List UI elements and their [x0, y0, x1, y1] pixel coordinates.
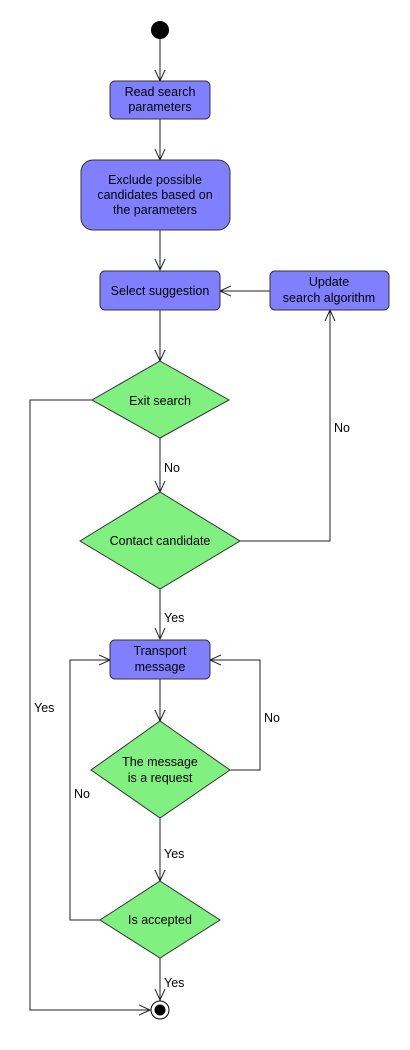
read-line-1: Read search — [125, 85, 196, 99]
action-transport-message: Transport message — [109, 639, 211, 680]
label-contact-no: No — [334, 421, 350, 435]
decision-contact-candidate: Contact candidate — [79, 491, 241, 590]
exclude-line-2: candidates based on — [97, 188, 212, 202]
decision-exit-search: Exit search — [90, 360, 231, 439]
exclude-line-3: the parameters — [113, 203, 197, 217]
svg-text:Contact candidate: Contact candidate — [110, 534, 211, 548]
svg-text:Exit search: Exit search — [129, 394, 191, 408]
transport-line-1: Transport — [133, 644, 187, 658]
action-update-search-algorithm: Update search algorithm — [269, 270, 390, 311]
edges — [29, 39, 330, 1010]
request-line-2: is a request — [128, 771, 193, 785]
edge-request-to-transport — [210, 660, 261, 771]
select-label: Select suggestion — [111, 284, 210, 298]
svg-text:Select suggestion: Select suggestion — [111, 284, 210, 298]
label-request-no: No — [264, 711, 280, 725]
edge-labels: No No Yes No Yes No Yes Yes — [34, 421, 350, 990]
contact-label: Contact candidate — [110, 534, 211, 548]
final-node — [150, 1000, 170, 1020]
label-accepted-yes: Yes — [164, 976, 184, 990]
label-request-yes: Yes — [164, 847, 184, 861]
initial-node — [151, 21, 169, 39]
label-exit-yes: Yes — [34, 701, 54, 715]
update-line-2: search algorithm — [283, 291, 375, 305]
edge-accepted-to-transport — [69, 660, 110, 921]
label-accepted-no: No — [74, 787, 90, 801]
edge-exit-to-final — [29, 399, 150, 1010]
decision-message-is-request: The message is a request — [90, 720, 231, 819]
label-contact-yes: Yes — [164, 611, 184, 625]
decision-is-accepted: Is accepted — [99, 880, 221, 959]
label-exit-no: No — [164, 461, 180, 475]
update-line-1: Update — [309, 275, 349, 289]
transport-line-2: message — [135, 660, 186, 674]
action-select-suggestion: Select suggestion — [99, 270, 221, 311]
exclude-line-1: Exclude possible — [108, 173, 202, 187]
edge-contact-to-update — [240, 310, 330, 542]
request-line-1: The message — [122, 755, 198, 769]
read-line-2: parameters — [128, 100, 191, 114]
accepted-label: Is accepted — [128, 913, 192, 927]
svg-text:Is accepted: Is accepted — [128, 913, 192, 927]
exit-search-label: Exit search — [129, 394, 191, 408]
